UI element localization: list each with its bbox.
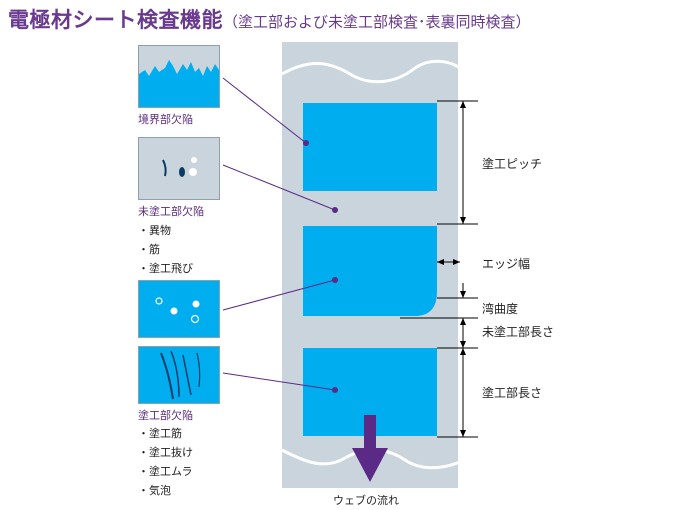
coated-item-missing: ・塗工抜け xyxy=(138,446,193,459)
boundary-wave-icon xyxy=(139,60,219,107)
title-main: 電極材シート検査機能 xyxy=(8,8,223,32)
web-top-wave xyxy=(282,59,458,84)
uncoated-defects-icon xyxy=(162,157,197,177)
curvature-label: 湾曲度 xyxy=(482,302,519,316)
connector-coated-2 xyxy=(222,372,336,391)
point-uncoated xyxy=(332,207,338,213)
flow-arrow-head xyxy=(352,448,388,482)
uncoated-item-foreign: ・異物 xyxy=(138,224,171,237)
coated-patch-2 xyxy=(303,226,437,316)
coated-defect-image-bubbles xyxy=(138,280,220,338)
uncoated-arrowhead-top xyxy=(460,318,466,325)
edge-arrowhead-left xyxy=(437,259,444,265)
uncoated-defect-image xyxy=(138,137,220,200)
boundary-defect-label: 境界部欠陥 xyxy=(138,113,193,126)
streaks-icon xyxy=(160,350,201,400)
coated-patch-1 xyxy=(303,103,437,191)
connector-coated xyxy=(222,279,336,311)
curvature-arrowhead xyxy=(460,291,466,298)
uncoated-defect-label: 未塗工部欠陥 xyxy=(138,205,204,218)
boundary-defect-image xyxy=(138,45,220,108)
coated-item-streak: ・塗工筋 xyxy=(138,427,182,440)
edge-width-label: エッジ幅 xyxy=(482,257,531,271)
uncoated-arrowhead-bottom xyxy=(460,341,466,348)
pitch-arrowhead-top xyxy=(460,101,466,108)
uncoated-item-streak: ・筋 xyxy=(138,243,160,256)
connector-uncoated xyxy=(222,164,336,211)
connector-boundary xyxy=(222,77,307,144)
point-boundary xyxy=(303,140,309,146)
coated-defect-image-streaks xyxy=(138,346,220,404)
coated-item-uneven: ・塗工ムラ xyxy=(138,465,193,478)
coated-length-label: 塗工部長さ xyxy=(482,386,543,400)
uncoated-item-splash: ・塗工飛び xyxy=(138,262,193,275)
page-title: 電極材シート検査機能（塗工部および未塗工部検査･表裏同時検査） xyxy=(8,4,531,34)
edge-arrowhead-right xyxy=(453,259,460,265)
coated-arrowhead-top xyxy=(460,348,466,355)
flow-arrow-shaft xyxy=(364,415,376,451)
pitch-arrowhead-bottom xyxy=(460,217,466,224)
coated-defect-label: 塗工部欠陥 xyxy=(138,409,193,422)
coated-item-bubble: ・気泡 xyxy=(138,484,171,497)
uncoated-length-label: 未塗工部長さ xyxy=(482,325,555,339)
web-flow-label: ウェブの流れ xyxy=(333,494,399,507)
point-coated-2 xyxy=(332,387,338,393)
coated-arrowhead-bottom xyxy=(460,430,466,437)
pitch-label: 塗工ピッチ xyxy=(482,157,543,171)
title-sub: （塗工部および未塗工部検査･表裏同時検査） xyxy=(223,13,531,31)
bubbles-icon xyxy=(155,297,200,324)
point-coated xyxy=(332,277,338,283)
